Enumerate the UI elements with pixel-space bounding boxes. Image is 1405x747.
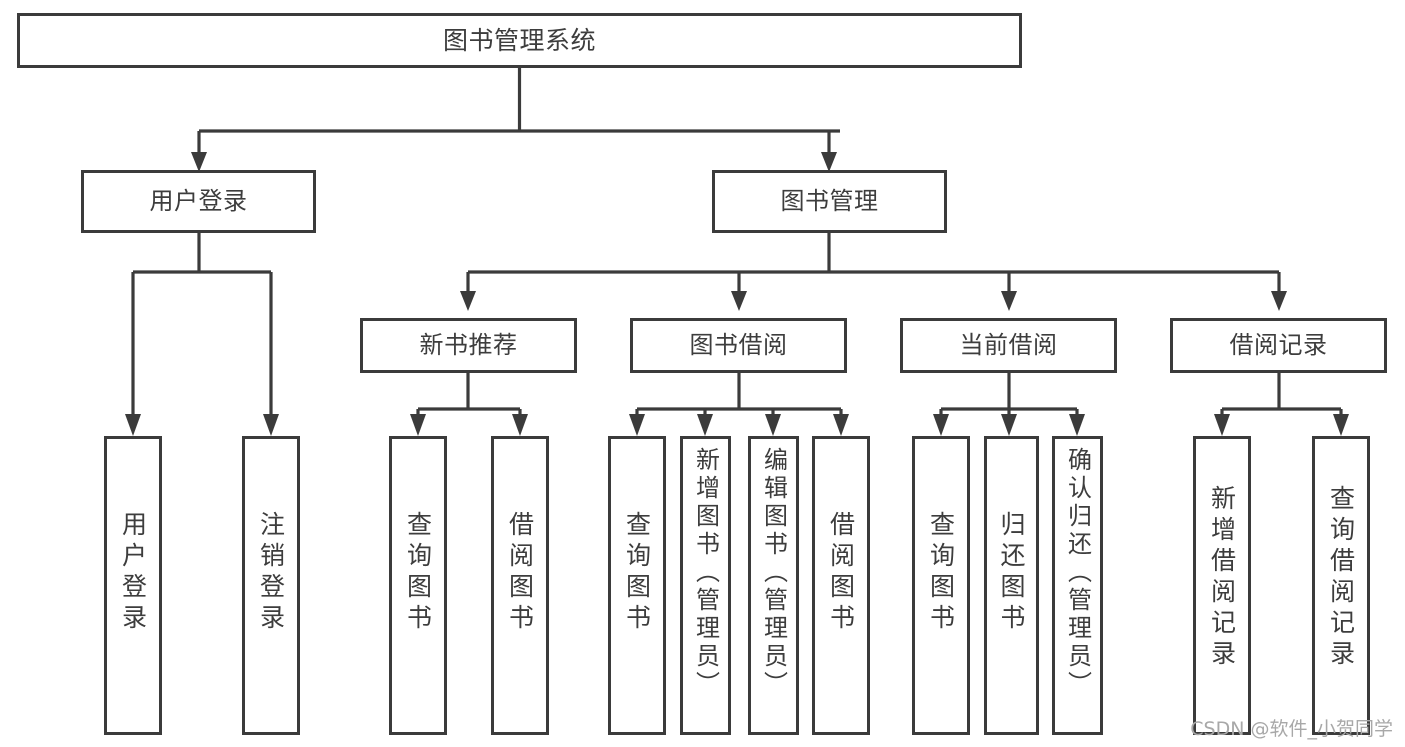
node-leaf-query-book-2[interactable]: 查询图书: [608, 436, 666, 735]
node-leaf-add-book-label: 新增图书（管理员）: [691, 447, 720, 699]
node-leaf-borrow-book-2[interactable]: 借阅图书: [812, 436, 870, 735]
node-leaf-query-record-label: 查询借阅记录: [1326, 485, 1356, 671]
node-leaf-query-book-3-label: 查询图书: [926, 511, 956, 635]
node-leaf-add-book[interactable]: 新增图书（管理员）: [680, 436, 731, 735]
node-leaf-query-book-1[interactable]: 查询图书: [389, 436, 447, 735]
node-leaf-borrow-book-2-label: 借阅图书: [826, 511, 856, 635]
node-borrow-record[interactable]: 借阅记录: [1170, 318, 1387, 373]
node-user-login[interactable]: 用户登录: [81, 170, 316, 233]
node-book-borrow[interactable]: 图书借阅: [630, 318, 847, 373]
node-leaf-user-login[interactable]: 用户登录: [104, 436, 162, 735]
node-leaf-add-record[interactable]: 新增借阅记录: [1193, 436, 1251, 735]
node-leaf-borrow-book-1-label: 借阅图书: [505, 511, 535, 635]
node-root-label: 图书管理系统: [442, 25, 596, 55]
node-book-borrow-label: 图书借阅: [689, 331, 788, 360]
node-leaf-confirm-return[interactable]: 确认归还（管理员）: [1052, 436, 1103, 735]
node-leaf-edit-book[interactable]: 编辑图书（管理员）: [748, 436, 799, 735]
node-leaf-confirm-return-label: 确认归还（管理员）: [1063, 447, 1092, 699]
node-leaf-user-logout-label: 注销登录: [256, 511, 286, 635]
node-borrow-record-label: 借阅记录: [1229, 331, 1328, 360]
node-current-borrow[interactable]: 当前借阅: [900, 318, 1117, 373]
node-leaf-query-record[interactable]: 查询借阅记录: [1312, 436, 1370, 735]
node-leaf-borrow-book-1[interactable]: 借阅图书: [491, 436, 549, 735]
node-leaf-return-book[interactable]: 归还图书: [984, 436, 1039, 735]
node-leaf-query-book-2-label: 查询图书: [622, 511, 652, 635]
node-leaf-user-logout[interactable]: 注销登录: [242, 436, 300, 735]
node-new-book-rec-label: 新书推荐: [419, 331, 518, 360]
node-book-manage[interactable]: 图书管理: [712, 170, 947, 233]
node-leaf-query-book-3[interactable]: 查询图书: [912, 436, 970, 735]
node-leaf-return-book-label: 归还图书: [997, 511, 1026, 635]
node-new-book-rec[interactable]: 新书推荐: [360, 318, 577, 373]
arrowheads: [125, 152, 1349, 436]
node-leaf-add-record-label: 新增借阅记录: [1207, 485, 1237, 671]
node-user-login-label: 用户登录: [149, 187, 248, 216]
node-current-borrow-label: 当前借阅: [959, 331, 1058, 360]
node-leaf-edit-book-label: 编辑图书（管理员）: [759, 447, 788, 699]
node-book-manage-label: 图书管理: [780, 187, 879, 216]
node-root[interactable]: 图书管理系统: [17, 13, 1022, 68]
node-leaf-user-login-label: 用户登录: [118, 511, 148, 635]
node-leaf-query-book-1-label: 查询图书: [403, 511, 433, 635]
